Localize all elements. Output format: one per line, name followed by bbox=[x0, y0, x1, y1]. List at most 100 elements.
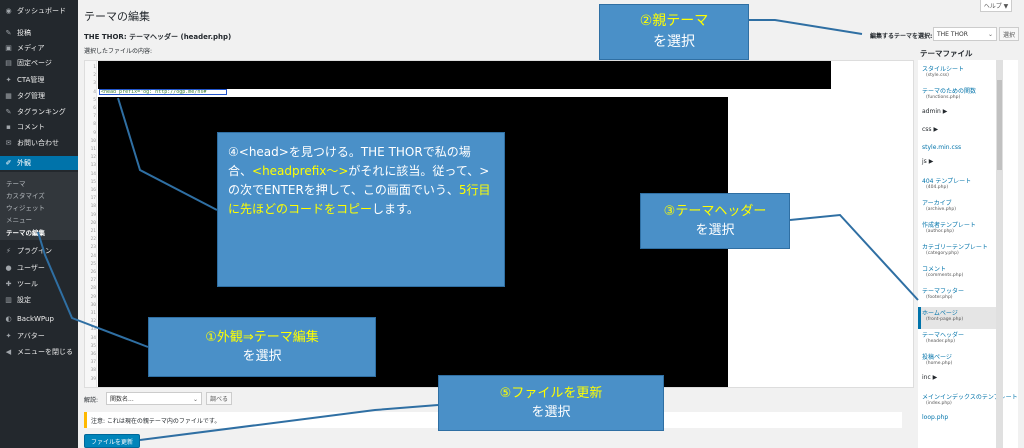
sidebar-item-avatar[interactable]: ✦アバター bbox=[5, 332, 45, 340]
file-filename: (functions.php) bbox=[926, 95, 961, 100]
file-link[interactable]: コメント bbox=[922, 266, 947, 273]
line-number: 38 bbox=[90, 368, 96, 374]
line-number: 37 bbox=[90, 360, 96, 366]
file-folder[interactable]: js ▶ bbox=[922, 158, 934, 165]
line-number: 20 bbox=[90, 220, 96, 226]
user-icon: ● bbox=[5, 264, 12, 272]
active-file-highlight bbox=[918, 307, 996, 329]
select-theme-button[interactable]: 選択 bbox=[999, 27, 1019, 41]
help-tab[interactable]: ヘルプ ▼ bbox=[980, 0, 1012, 12]
sidebar-item-posts[interactable]: ✎投稿 bbox=[5, 29, 31, 37]
file-link[interactable]: テーマのための関数 bbox=[922, 88, 977, 95]
appearance-submenu: テーマ カスタマイズ ウィジェット メニュー テーマの編集 bbox=[0, 172, 78, 240]
file-link[interactable]: アーカイブ bbox=[922, 200, 952, 207]
line-number: 15 bbox=[90, 179, 96, 185]
file-link[interactable]: テーマフッター bbox=[922, 288, 965, 295]
update-file-button[interactable]: ファイルを更新 bbox=[84, 434, 140, 448]
line-number: 4 bbox=[93, 89, 96, 95]
function-select[interactable]: 関数名...⌄ bbox=[106, 392, 202, 405]
file-filename: (author.php) bbox=[926, 229, 954, 234]
file-link[interactable]: 投稿ページ bbox=[922, 354, 952, 361]
brush-icon: ✐ bbox=[5, 159, 12, 167]
sidebar-collapse[interactable]: ◀メニューを閉じる bbox=[5, 348, 73, 356]
tag-icon: ▦ bbox=[5, 92, 12, 100]
scrollbar-thumb[interactable] bbox=[997, 80, 1002, 170]
sidebar-item-backwpup[interactable]: ◐BackWPup bbox=[5, 315, 54, 323]
cta-icon: ✦ bbox=[5, 76, 12, 84]
pin-icon: ✎ bbox=[5, 29, 12, 37]
sidebar-item-appearance[interactable]: ✐外観 bbox=[0, 156, 78, 170]
file-link[interactable]: 404 テンプレート bbox=[922, 178, 972, 185]
sidebar-item-pages[interactable]: ▤固定ページ bbox=[5, 59, 52, 67]
submenu-themes[interactable]: テーマ bbox=[6, 180, 26, 188]
sidebar-item-tools[interactable]: ✚ツール bbox=[5, 280, 38, 288]
line-number: 6 bbox=[93, 106, 96, 111]
line-number: 3 bbox=[93, 81, 96, 87]
line-number: 27 bbox=[90, 278, 96, 284]
callout-step-2: ②親テーマ を選択 bbox=[599, 4, 749, 60]
submenu-customize[interactable]: カスタマイズ bbox=[6, 192, 45, 200]
line-number: 17 bbox=[90, 196, 96, 202]
file-filename: (footer.php) bbox=[926, 295, 953, 300]
file-folder[interactable]: inc ▶ bbox=[922, 374, 938, 381]
file-link[interactable]: カテゴリーテンプレート bbox=[922, 244, 988, 251]
line-number: 26 bbox=[90, 270, 96, 275]
line-number: 34 bbox=[90, 335, 96, 341]
sidebar-item-tag-ranking[interactable]: ✎タグランキング bbox=[5, 108, 66, 116]
file-link[interactable]: テーマヘッダー bbox=[922, 332, 965, 339]
line-number: 25 bbox=[90, 261, 96, 267]
line-number: 21 bbox=[90, 229, 96, 234]
lookup-button[interactable]: 調べる bbox=[206, 392, 232, 405]
mail-icon: ✉ bbox=[5, 139, 12, 147]
file-link[interactable]: loop.php bbox=[922, 414, 949, 421]
sidebar-item-media[interactable]: ▣メディア bbox=[5, 44, 45, 52]
code-line-head[interactable]: <head prefix="og: http://ogp.me/ns# bbox=[99, 89, 227, 95]
line-number: 19 bbox=[90, 212, 96, 218]
file-link[interactable]: 作成者テンプレート bbox=[922, 222, 976, 229]
sidebar-item-plugins[interactable]: ⚡プラグイン bbox=[0, 244, 78, 258]
line-number: 30 bbox=[90, 302, 96, 308]
file-link[interactable]: style.min.css bbox=[922, 144, 962, 151]
submenu-menus[interactable]: メニュー bbox=[6, 216, 32, 224]
admin-sidebar: ◉ダッシュボード ✎投稿 ▣メディア ▤固定ページ ✦CTA管理 ▦タグ管理 ✎… bbox=[0, 0, 78, 448]
file-list-scrollbar[interactable] bbox=[996, 60, 1003, 448]
page-title: テーマの編集 bbox=[84, 10, 150, 23]
sidebar-item-cta[interactable]: ✦CTA管理 bbox=[5, 76, 45, 84]
submenu-widgets[interactable]: ウィジェット bbox=[6, 204, 45, 212]
file-filename: (category.php) bbox=[926, 251, 959, 256]
line-number: 8 bbox=[93, 122, 96, 128]
file-folder[interactable]: css ▶ bbox=[922, 126, 939, 133]
line-number: 14 bbox=[90, 171, 96, 177]
file-folder[interactable]: admin ▶ bbox=[922, 108, 948, 115]
sidebar-item-dashboard[interactable]: ◉ダッシュボード bbox=[5, 7, 66, 15]
line-number: 23 bbox=[90, 245, 96, 251]
line-number: 35 bbox=[90, 343, 96, 349]
sidebar-item-settings[interactable]: ▥設定 bbox=[5, 296, 31, 304]
page-icon: ▤ bbox=[5, 59, 12, 67]
file-filename: (style.css) bbox=[926, 73, 949, 78]
chevron-down-icon: ⌄ bbox=[987, 31, 993, 38]
wrench-icon: ✚ bbox=[5, 280, 12, 288]
file-link[interactable]: メインインデックスのテンプレート bbox=[922, 394, 1018, 401]
dashboard-icon: ◉ bbox=[5, 7, 12, 15]
file-title: THE THOR: テーマヘッダー (header.php) bbox=[84, 33, 232, 41]
plugin-icon: ⚡ bbox=[6, 247, 11, 255]
file-filename: (front-page.php) bbox=[926, 317, 964, 322]
file-filename: (comments.php) bbox=[926, 273, 964, 278]
doc-label: 解説: bbox=[84, 397, 99, 404]
sidebar-item-users[interactable]: ●ユーザー bbox=[5, 264, 45, 272]
settings-icon: ▥ bbox=[5, 296, 12, 304]
theme-files-title: テーマファイル bbox=[920, 49, 973, 58]
line-number: 22 bbox=[90, 237, 96, 243]
sidebar-item-comments[interactable]: ▪コメント bbox=[0, 120, 78, 134]
file-link[interactable]: スタイルシート bbox=[922, 66, 965, 73]
theme-select[interactable]: THE THOR⌄ bbox=[933, 27, 997, 41]
sidebar-item-tags[interactable]: ▦タグ管理 bbox=[5, 92, 45, 100]
sidebar-item-contact[interactable]: ✉お問い合わせ bbox=[5, 139, 59, 147]
chevron-down-icon: ⌄ bbox=[192, 396, 198, 403]
line-number: 32 bbox=[90, 319, 96, 325]
file-link[interactable]: ホームページ bbox=[922, 310, 958, 317]
line-number: 1 bbox=[93, 65, 96, 70]
submenu-theme-editor[interactable]: テーマの編集 bbox=[6, 229, 45, 237]
